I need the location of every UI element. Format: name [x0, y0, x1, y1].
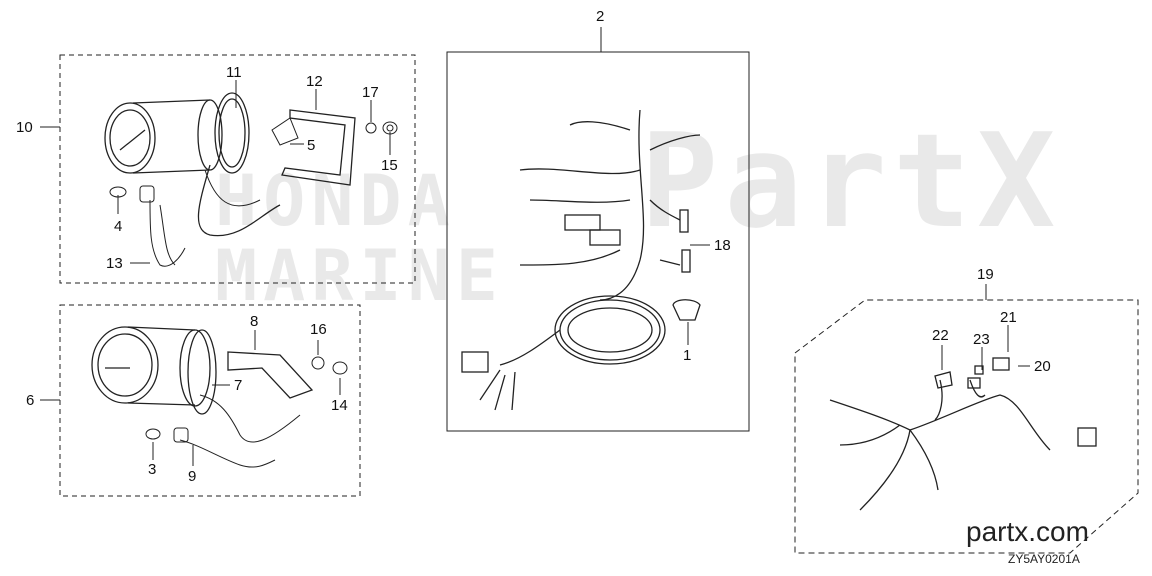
site-name: partx.com — [966, 516, 1089, 547]
callout-20: 20 — [1034, 358, 1051, 375]
harness-main — [461, 109, 701, 411]
callout-1: 1 — [683, 347, 692, 364]
bracket-8 — [227, 351, 314, 399]
callout-18: 18 — [714, 237, 731, 254]
harness-gauge-10 — [197, 164, 281, 237]
callout-5: 5 — [307, 137, 316, 154]
group-19-box — [794, 299, 1139, 554]
callout-10: 10 — [16, 119, 33, 136]
callout-16: 16 — [310, 321, 327, 338]
callout-21: 21 — [1000, 309, 1017, 326]
bracket-12 — [281, 109, 356, 186]
callout-22: 22 — [932, 327, 949, 344]
group-2-box — [446, 51, 750, 432]
callout-4: 4 — [114, 218, 123, 235]
group-10-box — [59, 54, 416, 284]
callout-8: 8 — [250, 313, 259, 330]
callout-7: 7 — [234, 377, 243, 394]
callout-3: 3 — [148, 461, 157, 478]
callout-17: 17 — [362, 84, 379, 101]
gauge-speedometer — [91, 326, 217, 415]
callout-6: 6 — [26, 392, 35, 409]
callout-15: 15 — [381, 157, 398, 174]
gauge-tachometer — [104, 92, 250, 174]
callout-13: 13 — [106, 255, 123, 272]
callout-9: 9 — [188, 468, 197, 485]
callout-14: 14 — [331, 397, 348, 414]
callout-12: 12 — [306, 73, 323, 90]
callout-2: 2 — [596, 8, 605, 25]
callout-23: 23 — [973, 331, 990, 348]
diagram-code: ZY5AY0201A — [1008, 552, 1080, 566]
callout-11: 11 — [226, 64, 242, 81]
group-6-box — [59, 304, 361, 497]
harness-sub — [829, 357, 1097, 511]
callout-19: 19 — [977, 266, 994, 283]
